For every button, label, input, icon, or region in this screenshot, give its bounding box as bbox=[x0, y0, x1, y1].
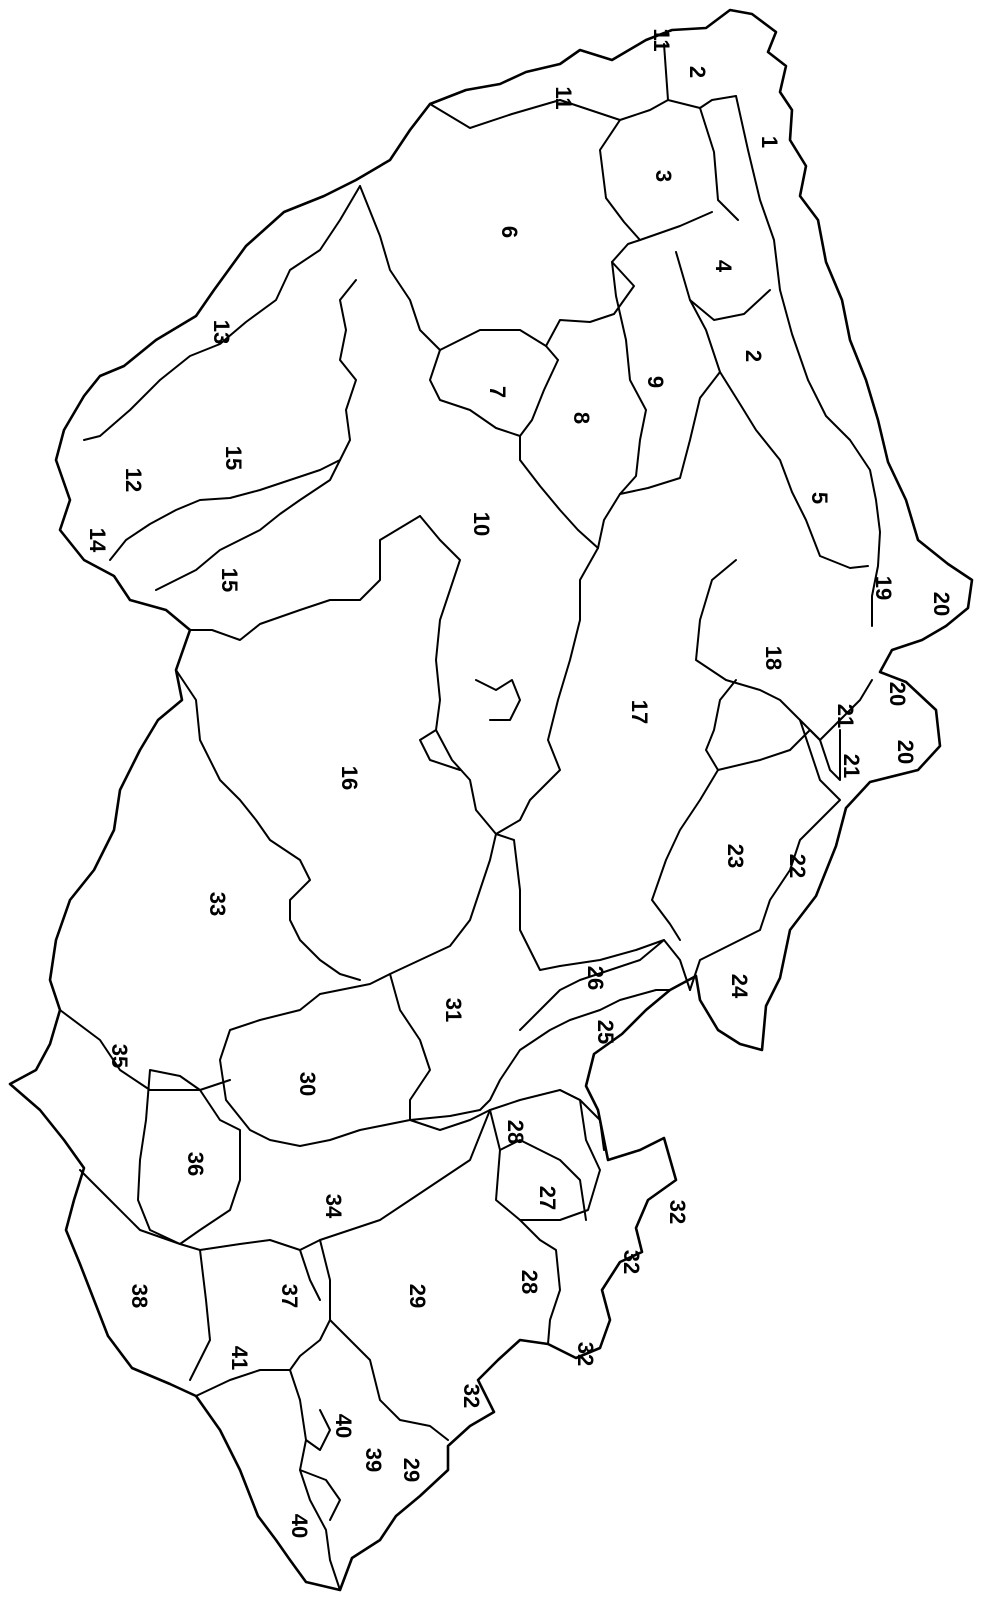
region-label-34: 34 bbox=[321, 1194, 346, 1219]
region-label-19: 19 bbox=[871, 576, 896, 600]
region-label-37: 37 bbox=[277, 1284, 302, 1308]
region-label-24: 24 bbox=[727, 974, 752, 999]
region-label-28: 28 bbox=[503, 1120, 528, 1144]
region-label-1: 1 bbox=[757, 136, 782, 148]
region-label-35: 35 bbox=[107, 1044, 132, 1068]
region-label-6: 6 bbox=[497, 226, 522, 238]
region-label-31: 31 bbox=[441, 998, 466, 1022]
region-label-9: 9 bbox=[643, 376, 668, 388]
region-label-32: 32 bbox=[665, 1200, 690, 1224]
region-label-15: 15 bbox=[221, 446, 246, 470]
region-label-14: 14 bbox=[85, 528, 110, 553]
region-label-10: 10 bbox=[469, 512, 494, 536]
region-label-39: 39 bbox=[361, 1448, 386, 1472]
region-label-11: 11 bbox=[551, 86, 576, 109]
region-label-36: 36 bbox=[183, 1152, 208, 1176]
region-label-8: 8 bbox=[569, 412, 594, 424]
region-label-27: 27 bbox=[535, 1186, 560, 1210]
region-label-38: 38 bbox=[127, 1284, 152, 1308]
region-label-5: 5 bbox=[807, 492, 832, 504]
region-label-28: 28 bbox=[517, 1270, 542, 1294]
region-label-13: 13 bbox=[209, 320, 234, 344]
region-labels: 1 2 2 3 4 5 6 7 8 9 10 11 11 12 13 14 15… bbox=[85, 28, 954, 1538]
region-label-3: 3 bbox=[651, 170, 676, 182]
region-label-30: 30 bbox=[295, 1072, 320, 1096]
region-label-21: 21 bbox=[833, 704, 858, 728]
region-label-40: 40 bbox=[331, 1414, 356, 1438]
region-label-7: 7 bbox=[485, 386, 510, 398]
region-label-20: 20 bbox=[893, 740, 918, 764]
region-label-40: 40 bbox=[287, 1514, 312, 1538]
region-label-32: 32 bbox=[459, 1384, 484, 1408]
region-label-2: 2 bbox=[685, 66, 710, 78]
region-label-2: 2 bbox=[741, 350, 766, 362]
region-label-25: 25 bbox=[593, 1020, 618, 1044]
region-borders bbox=[59, 43, 881, 1591]
region-label-33: 33 bbox=[205, 892, 230, 916]
region-label-18: 18 bbox=[761, 646, 786, 670]
region-label-26: 26 bbox=[583, 966, 608, 990]
region-label-4: 4 bbox=[711, 260, 736, 273]
region-label-17: 17 bbox=[627, 700, 652, 724]
map-outline bbox=[8, 8, 974, 1592]
region-label-20: 20 bbox=[885, 682, 910, 706]
region-label-20: 20 bbox=[929, 592, 954, 616]
region-label-16: 16 bbox=[337, 766, 362, 790]
region-label-41: 41 bbox=[227, 1346, 252, 1370]
region-label-22: 22 bbox=[785, 854, 810, 878]
region-label-15: 15 bbox=[217, 568, 242, 592]
region-label-21: 21 bbox=[839, 754, 864, 778]
region-label-29: 29 bbox=[399, 1458, 424, 1482]
region-label-11: 11 bbox=[649, 28, 674, 51]
region-label-12: 12 bbox=[121, 468, 146, 492]
region-label-32: 32 bbox=[619, 1250, 644, 1274]
region-label-29: 29 bbox=[405, 1284, 430, 1308]
region-label-23: 23 bbox=[723, 844, 748, 868]
region-label-32: 32 bbox=[573, 1342, 598, 1366]
